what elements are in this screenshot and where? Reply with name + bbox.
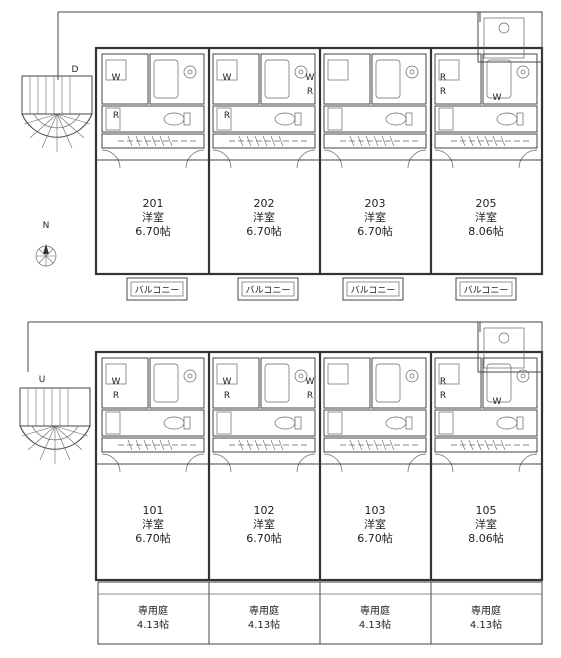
washer-label: W xyxy=(223,73,232,83)
unit-101: 101 洋室 6.70帖 xyxy=(135,504,171,545)
room-size: 6.70帖 xyxy=(135,532,171,545)
fridge-label: R xyxy=(307,87,313,97)
room-size: 6.70帖 xyxy=(246,532,282,545)
unit-102: 102 洋室 6.70帖 xyxy=(246,504,282,545)
fridge-label: R xyxy=(224,111,230,121)
yard-label: 専用庭 xyxy=(360,604,390,617)
yard-label: 専用庭 xyxy=(138,604,168,617)
room-size: 6.70帖 xyxy=(357,532,393,545)
fridge-label: R xyxy=(224,391,230,401)
fridge-label: R xyxy=(113,391,119,401)
room-type: 洋室 xyxy=(253,517,275,531)
balcony-label: バルコニー xyxy=(464,285,509,296)
fridge-label: R xyxy=(440,87,446,97)
unit-203: 203 洋室 6.70帖 xyxy=(357,197,393,238)
unit-number: 103 xyxy=(365,504,386,517)
upper-floor-plan: D W R W R W R R R W 201 洋室 6.70帖 xyxy=(21,11,544,301)
room-type: 洋室 xyxy=(142,210,164,224)
fridge-label: R xyxy=(440,73,446,83)
upper-staircase: D xyxy=(21,65,93,153)
unit-number: 105 xyxy=(476,504,497,517)
private-yards: 専用庭 4.13帖 専用庭 4.13帖 専用庭 4.13帖 専用庭 4.13帖 xyxy=(97,581,543,645)
yard-size: 4.13帖 xyxy=(248,618,280,631)
unit-number: 102 xyxy=(254,504,275,517)
washer-label: W xyxy=(306,377,315,387)
upper-stair-mark: D xyxy=(72,65,79,75)
compass-north-icon xyxy=(35,243,57,267)
room-type: 洋室 xyxy=(364,517,386,531)
fridge-label: R xyxy=(113,111,119,121)
room-size: 8.06帖 xyxy=(468,225,504,238)
yard-label: 専用庭 xyxy=(471,604,501,617)
unit-number: 205 xyxy=(476,197,497,210)
unit-number: 201 xyxy=(143,197,164,210)
washer-label: W xyxy=(223,377,232,387)
balcony-label: バルコニー xyxy=(135,285,180,296)
unit-number: 101 xyxy=(143,504,164,517)
unit-number: 202 xyxy=(254,197,275,210)
yard-size: 4.13帖 xyxy=(137,618,169,631)
balcony-label: バルコニー xyxy=(351,285,396,296)
unit-103: 103 洋室 6.70帖 xyxy=(357,504,393,545)
room-type: 洋室 xyxy=(253,210,275,224)
room-type: 洋室 xyxy=(475,210,497,224)
washer-label: W xyxy=(112,73,121,83)
washer-label: W xyxy=(493,397,502,407)
yard-label: 専用庭 xyxy=(249,604,279,617)
fridge-label: R xyxy=(440,377,446,387)
unit-202: 202 洋室 6.70帖 xyxy=(246,197,282,238)
lower-floor-plan: U W R W R W R R R W 101 洋室 6.70帖 102 洋室 … xyxy=(19,321,544,645)
lower-staircase: U xyxy=(19,375,91,465)
fridge-label: R xyxy=(440,391,446,401)
yard-size: 4.13帖 xyxy=(470,618,502,631)
washer-label: W xyxy=(493,93,502,103)
unit-201: 201 洋室 6.70帖 xyxy=(135,197,171,238)
room-type: 洋室 xyxy=(142,517,164,531)
room-size: 8.06帖 xyxy=(468,532,504,545)
room-type: 洋室 xyxy=(475,517,497,531)
balcony-label: バルコニー xyxy=(246,285,291,296)
room-size: 6.70帖 xyxy=(135,225,171,238)
room-size: 6.70帖 xyxy=(246,225,282,238)
fridge-label: R xyxy=(307,391,313,401)
lower-stair-mark: U xyxy=(39,375,46,385)
unit-105: 105 洋室 8.06帖 xyxy=(468,504,504,545)
washer-label: W xyxy=(112,377,121,387)
unit-number: 203 xyxy=(365,197,386,210)
unit-205: 205 洋室 8.06帖 xyxy=(468,197,504,238)
washer-label: W xyxy=(306,73,315,83)
balconies-upper: バルコニー バルコニー バルコニー バルコニー xyxy=(126,277,517,301)
room-size: 6.70帖 xyxy=(357,225,393,238)
yard-size: 4.13帖 xyxy=(359,618,391,631)
north-label: N xyxy=(43,221,50,231)
room-type: 洋室 xyxy=(364,210,386,224)
